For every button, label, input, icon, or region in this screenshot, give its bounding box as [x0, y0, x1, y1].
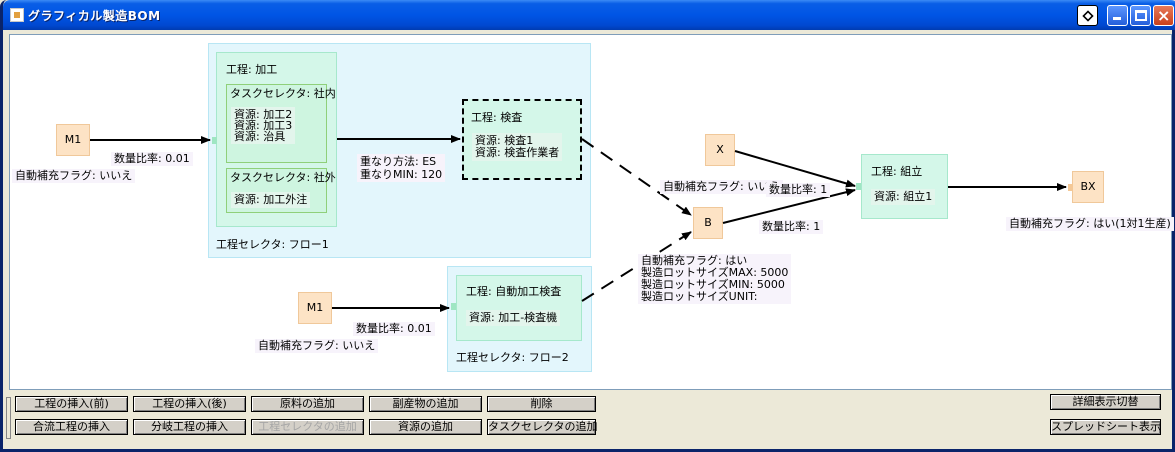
process-kensa-resources: 資源: 検査1 資源: 検査作業者	[472, 133, 563, 161]
maximize-icon	[1135, 10, 1147, 21]
process-kakou-in-port[interactable]	[212, 137, 217, 144]
product-bx-in-port[interactable]	[1068, 184, 1073, 191]
resource-item: 資源: 検査1	[475, 134, 534, 147]
edge-b-to-kumitate[interactable]	[722, 188, 856, 224]
close-button[interactable]: ×	[1153, 5, 1174, 26]
process-jidou-in-port[interactable]	[451, 303, 456, 310]
material-m1-top[interactable]: M1	[56, 124, 90, 156]
m1-bottom-flag-note: 自動補充フラグ: いいえ	[255, 339, 379, 353]
help-diamond-button[interactable]	[1077, 5, 1098, 26]
process-kumitate-resource: 資源: 組立1	[871, 189, 936, 205]
insert-merge-process-button[interactable]: 合流工程の挿入	[15, 419, 128, 435]
bx-flag-note: 自動補充フラグ: はい(1対1生産)	[1006, 217, 1174, 231]
title-bar[interactable]: グラフィカル製造BOM ×	[3, 0, 1175, 30]
m1-bottom-ratio-note: 数量比率: 0.01	[353, 322, 435, 336]
edge-x-to-kumitate[interactable]	[734, 150, 856, 188]
resource-item: 資源: 加工3	[234, 119, 293, 132]
b-detail-line: 自動補充フラグ: はい	[641, 254, 748, 267]
process-kensa[interactable]: 工程: 検査 資源: 検査1 資源: 検査作業者	[462, 99, 582, 180]
add-material-button[interactable]: 原料の追加	[251, 396, 364, 412]
diamond-icon	[1082, 10, 1094, 22]
b-details-note: 自動補充フラグ: はい 製造ロットサイズMAX: 5000 製造ロットサイズMI…	[638, 254, 792, 304]
overlap-note: 重なり方法: ES 重なりMIN: 120	[357, 154, 446, 182]
spreadsheet-view-button[interactable]: スプレッドシート表示	[1050, 419, 1161, 435]
edges-layer	[90, 135, 1067, 312]
window-title: グラフィカル製造BOM	[28, 9, 161, 23]
maximize-button[interactable]	[1130, 5, 1151, 26]
toolbar-grip[interactable]	[6, 397, 11, 439]
process-kumitate[interactable]: 工程: 組立 資源: 組立1	[861, 154, 948, 219]
b-ratio-note: 数量比率: 1	[759, 220, 824, 234]
process-jidou-title: 工程: 自動加工検査	[466, 285, 562, 298]
process-jidou[interactable]: 工程: 自動加工検査 資源: 加工-検査機	[456, 275, 582, 341]
add-resource-button[interactable]: 資源の追加	[369, 419, 482, 435]
overlap-min: 重なりMIN: 120	[360, 168, 443, 181]
minimize-icon	[1113, 17, 1121, 20]
process-kumitate-in-port[interactable]	[856, 183, 861, 190]
delete-button[interactable]: 削除	[487, 396, 596, 412]
process-jidou-resource: 資源: 加工-検査機	[466, 310, 561, 326]
add-process-selector-button[interactable]: 工程セレクタの追加	[251, 419, 364, 435]
add-task-selector-button[interactable]: タスクセレクタの追加	[487, 419, 598, 435]
insert-process-after-button[interactable]: 工程の挿入(後)	[133, 396, 246, 412]
task-selector-internal-resources: 資源: 加工2 資源: 加工3 資源: 治具	[231, 107, 296, 144]
resource-item: 資源: 加工2	[234, 108, 293, 121]
process-kumitate-title: 工程: 組立	[871, 165, 923, 178]
process-kakou-title: 工程: 加工	[226, 63, 278, 76]
add-byproduct-button[interactable]: 副産物の追加	[369, 396, 482, 412]
task-selector-internal-title: タスクセレクタ: 社内	[230, 87, 336, 100]
task-selector-external[interactable]: タスクセレクタ: 社外 資源: 加工外注	[226, 168, 336, 213]
lane-flow2-label: 工程セレクタ: フロー2	[456, 351, 569, 364]
lane-flow1-label: 工程セレクタ: フロー1	[216, 238, 329, 251]
bom-canvas[interactable]: 工程セレクタ: フロー1 工程セレクタ: フロー2 工程: 加工 タスクセレクタ…	[9, 34, 1174, 390]
close-icon: ×	[1157, 6, 1171, 25]
process-kensa-title: 工程: 検査	[471, 111, 523, 124]
b-detail-line: 製造ロットサイズMAX: 5000	[641, 266, 789, 279]
m1-top-ratio-note: 数量比率: 0.01	[111, 152, 193, 166]
b-detail-line: 製造ロットサイズMIN: 5000	[641, 278, 785, 291]
insert-process-before-button[interactable]: 工程の挿入(前)	[15, 396, 128, 412]
process-kakou[interactable]: 工程: 加工 タスクセレクタ: 社内 資源: 加工2 資源: 加工3 資源: 治…	[216, 52, 337, 227]
task-selector-external-title: タスクセレクタ: 社外	[230, 171, 336, 184]
app-icon	[10, 8, 24, 22]
b-detail-line: 製造ロットサイズUNIT:	[641, 290, 758, 303]
material-x[interactable]: X	[705, 134, 735, 166]
task-selector-internal[interactable]: タスクセレクタ: 社内 資源: 加工2 資源: 加工3 資源: 治具	[226, 84, 336, 163]
resource-item: 資源: 検査作業者	[475, 146, 560, 159]
x-flag-note: 自動補充フラグ: いいえ	[660, 180, 784, 194]
edge-kensa-to-b[interactable]	[581, 138, 692, 216]
intermediate-b[interactable]: B	[693, 207, 723, 239]
task-selector-external-resource: 資源: 加工外注	[231, 192, 311, 208]
x-ratio-note: 数量比率: 1	[766, 183, 831, 197]
material-m1-bottom[interactable]: M1	[298, 292, 332, 324]
toggle-detail-view-button[interactable]: 詳細表示切替	[1050, 394, 1161, 410]
m1-top-flag-note: 自動補充フラグ: いいえ	[12, 169, 136, 183]
resource-item: 資源: 治具	[234, 130, 286, 143]
minimize-button[interactable]	[1107, 5, 1128, 26]
overlap-method: 重なり方法: ES	[360, 155, 437, 168]
insert-branch-process-button[interactable]: 分岐工程の挿入	[133, 419, 246, 435]
